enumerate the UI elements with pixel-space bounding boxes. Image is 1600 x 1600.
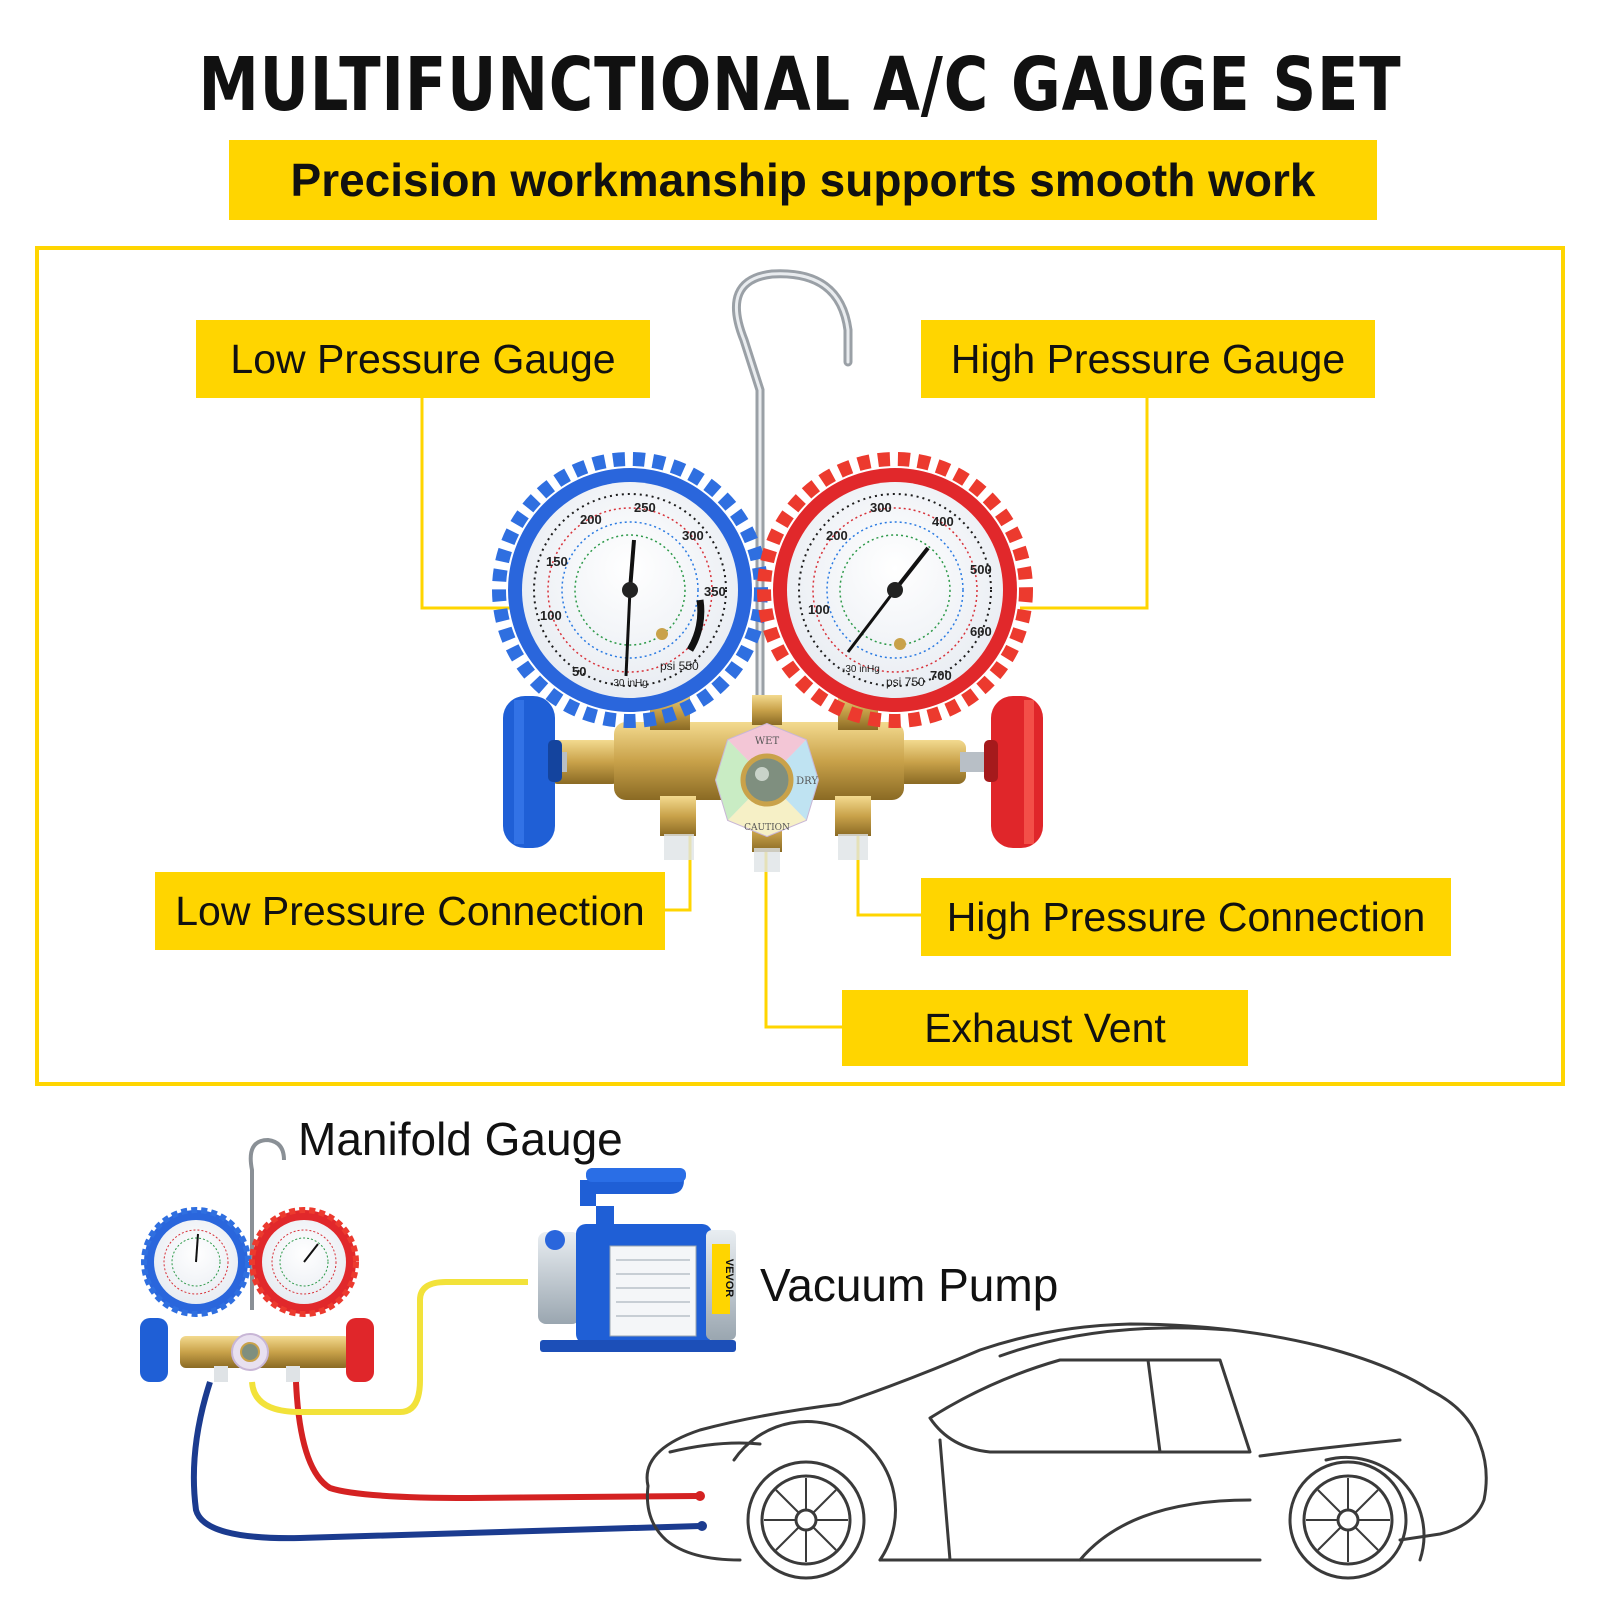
- high-tick-400: 400: [932, 514, 954, 529]
- small-manifold-gauge: [140, 1137, 374, 1382]
- label-low-pressure-connection: Low Pressure Connection: [155, 872, 665, 950]
- hose-blue-end: [697, 1521, 707, 1531]
- high-tick-600: 600: [970, 624, 992, 639]
- low-tick-350: 350: [704, 584, 726, 599]
- hose-yellow: [249, 1279, 528, 1415]
- subtitle-banner: Precision workmanship supports smooth wo…: [229, 140, 1377, 220]
- hose-red-end: [695, 1491, 705, 1501]
- leader-exhaust-vent: [764, 845, 842, 1029]
- high-vac: -30 inHg: [842, 664, 880, 675]
- high-tick-700: 700: [930, 668, 952, 683]
- label-manifold-gauge: Manifold Gauge: [298, 1113, 623, 1165]
- leader-low-gauge: [420, 398, 540, 610]
- wheel-spokes: [764, 1478, 1390, 1562]
- label-high-pressure-connection: High Pressure Connection: [921, 878, 1451, 956]
- page-title: MULTIFUNCTIONAL A/C GAUGE SET: [198, 42, 1402, 128]
- sight-glass: WET DRY CAUTION: [714, 722, 820, 838]
- high-tick-200: 200: [826, 528, 848, 543]
- low-knob: [503, 696, 562, 848]
- low-tick-50: 50: [572, 664, 586, 679]
- diagram-frame: [35, 246, 1565, 1086]
- low-tick-300: 300: [682, 528, 704, 543]
- low-unit: psi 550: [660, 659, 699, 673]
- low-tick-250: 250: [634, 500, 656, 515]
- low-tick-100: 100: [540, 608, 562, 623]
- car-outline: [645, 1322, 1488, 1580]
- high-tick-300: 300: [870, 500, 892, 515]
- hose-red: [293, 1381, 699, 1502]
- label-low-pressure-gauge: Low Pressure Gauge: [196, 320, 650, 398]
- low-pressure-gauge: 50 100 150 200 250 300 350 psi 550 -30 i…: [492, 452, 768, 728]
- leader-high-gauge: [1020, 398, 1149, 610]
- high-pressure-gauge: 100 200 300 400 500 600 700 psi 750 -30 …: [757, 452, 1033, 728]
- low-tick-150: 150: [546, 554, 568, 569]
- pump-brand: VEVOR: [723, 1259, 735, 1298]
- low-tick-200: 200: [580, 512, 602, 527]
- label-exhaust-vent: Exhaust Vent: [842, 990, 1248, 1066]
- leader-lines: [420, 398, 1149, 1029]
- low-vac: -30 inHg: [610, 678, 648, 689]
- high-tick-100: 100: [808, 602, 830, 617]
- sight-glass-dry: DRY: [796, 776, 818, 787]
- subtitle-text: Precision workmanship supports smooth wo…: [290, 154, 1316, 206]
- sight-glass-caution: CAUTION: [744, 823, 790, 833]
- label-vacuum-pump: Vacuum Pump: [760, 1259, 1059, 1311]
- hose-blue: [190, 1381, 701, 1542]
- high-unit: psi 750: [886, 675, 925, 689]
- high-knob: [984, 696, 1043, 848]
- label-high-pressure-gauge: High Pressure Gauge: [921, 320, 1375, 398]
- vacuum-pump: VEVOR: [538, 1168, 736, 1352]
- high-tick-500: 500: [970, 562, 992, 577]
- sight-glass-wet: WET: [755, 736, 780, 747]
